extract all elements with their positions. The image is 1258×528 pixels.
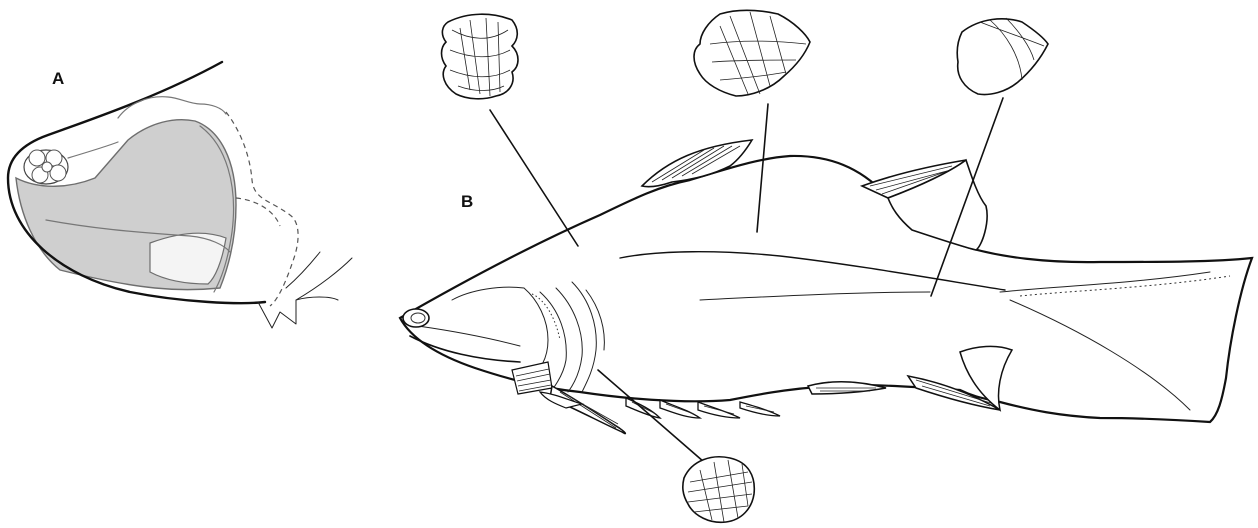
- leader-line-scale-1: [490, 110, 578, 246]
- panel-a-cheek-window: [150, 233, 226, 284]
- scale-inset-2: [694, 10, 810, 96]
- panel-a-head-diagram: A: [8, 62, 352, 328]
- panel-a-dashed-girdle-inner: [236, 198, 280, 226]
- fish-eye: [403, 309, 429, 327]
- panel-a-dashed-girdle: [226, 112, 298, 306]
- panel-b-label: B: [461, 192, 473, 211]
- panel-a-label: A: [52, 69, 64, 88]
- scale-inset-4: [683, 457, 754, 522]
- scale-inset-3: [957, 18, 1048, 95]
- panel-a-skull-roof: [118, 97, 226, 118]
- scale-inset-1: [442, 14, 519, 99]
- panel-a-orbit-plates: [24, 150, 68, 184]
- panel-a-postorbital: [68, 142, 118, 158]
- panel-a-pectoral-spines: [258, 252, 352, 328]
- panel-b-fish-diagram: B: [400, 10, 1252, 522]
